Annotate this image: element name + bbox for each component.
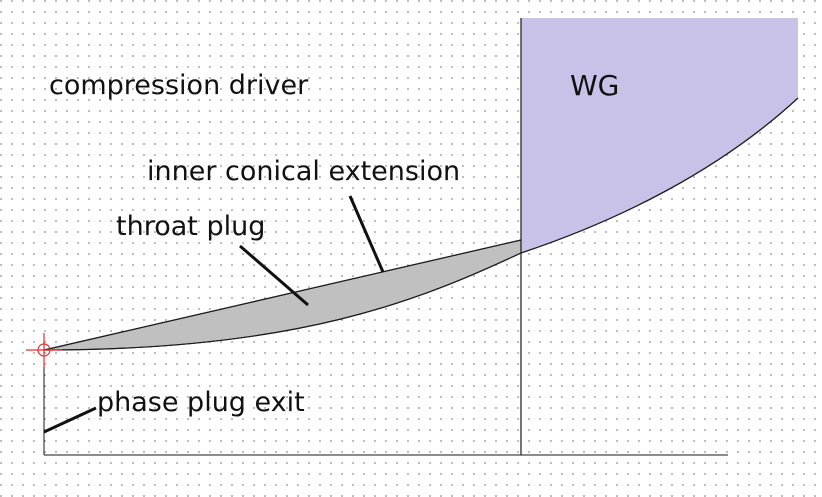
inner-conical-extension-line [43, 239, 522, 351]
label-throat-plug: throat plug [116, 211, 266, 242]
label-compression-driver: compression driver [49, 70, 309, 101]
waveguide-wall-curve [520, 97, 799, 254]
leader-phase-plug-exit [43, 406, 97, 434]
label-inner-conical-extension: inner conical extension [147, 156, 461, 187]
waveguide-region [521, 18, 798, 253]
leader-throat-plug [239, 244, 309, 307]
label-phase-plug-exit: phase plug exit [97, 387, 305, 418]
label-wg: WG [570, 69, 620, 102]
leader-inner-conical-extension [348, 195, 385, 273]
throat-plug-curve [43, 252, 522, 351]
origin-marker-icon [26, 333, 62, 367]
